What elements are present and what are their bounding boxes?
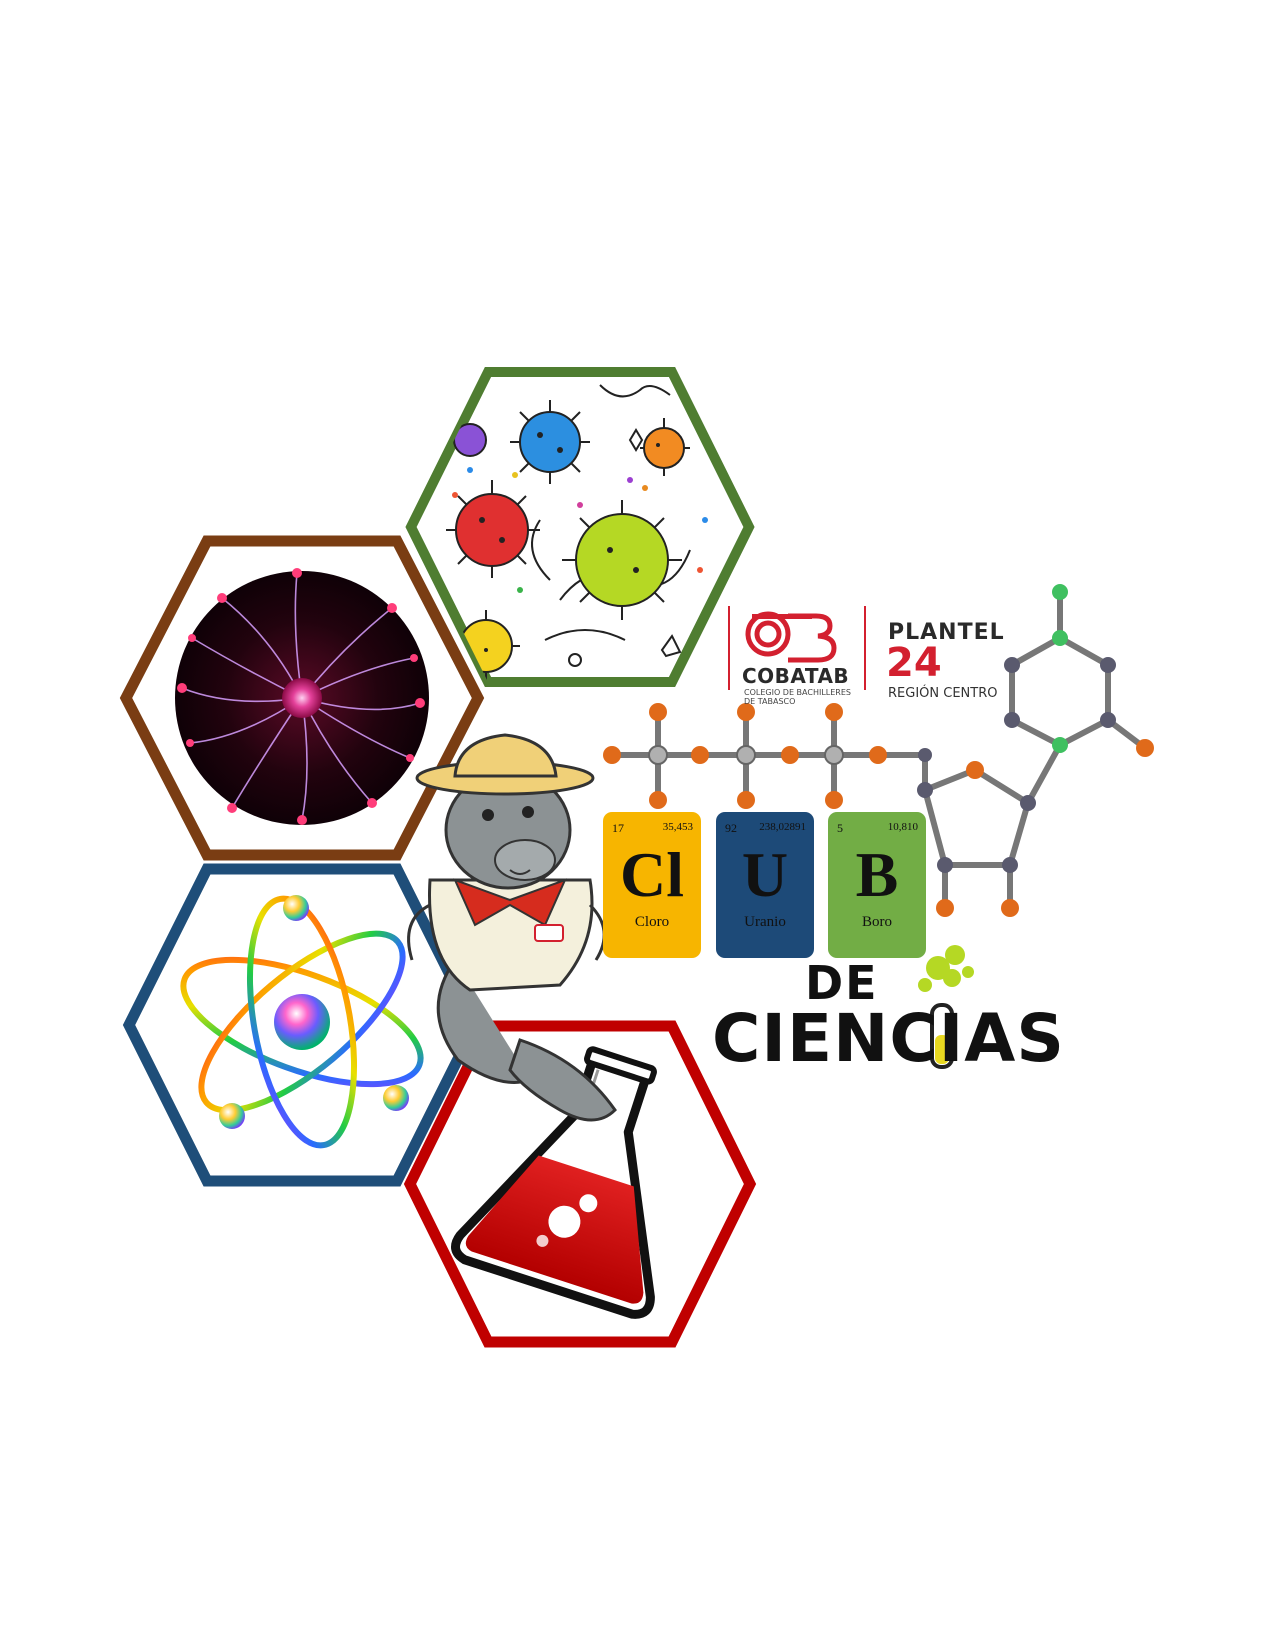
element-tile-boron: 5 10,810 B Boro [828,812,926,958]
plantel-label: PLANTEL [888,620,1005,645]
element-name: Uranio [744,914,786,930]
manatee-mascot [407,733,617,1122]
hex-flask [403,1020,757,1348]
test-tube-icon [918,945,974,1069]
element-name: Boro [862,914,892,930]
molecule-icon [603,584,1154,917]
atomic-mass: 238,02891 [759,821,806,833]
element-symbol: B [855,839,899,910]
hex-atom [122,863,482,1187]
plantel-number: 24 [886,640,942,686]
atom-icon [180,895,424,1149]
element-name: Cloro [634,914,670,930]
logo-name: COBATAB [742,664,850,688]
virus-icon [446,384,708,680]
element-tile-chlorine: 17 35,453 Cl Cloro [603,812,701,958]
element-tile-uranium: 92 238,02891 U Uranio [716,812,814,958]
cobatab-logo [728,606,866,690]
atomic-number: 17 [612,821,624,835]
region-label: REGIÓN CENTRO [888,686,998,701]
atomic-mass: 35,453 [662,821,693,833]
title-de: DE [805,956,879,1010]
element-symbol: U [741,839,789,910]
hex-virus [405,367,755,687]
atomic-number: 92 [725,821,737,835]
plasma-ball-icon [175,568,429,825]
flask-icon [451,1046,657,1319]
logo-subtitle: COLEGIO DE BACHILLERES DE TABASCO [744,688,851,706]
title-ciencias: CIENCIAS [712,1000,1065,1077]
hex-plasma [119,535,485,861]
atomic-number: 5 [837,821,843,835]
atomic-mass: 10,810 [887,821,918,833]
element-symbol: Cl [620,839,684,910]
